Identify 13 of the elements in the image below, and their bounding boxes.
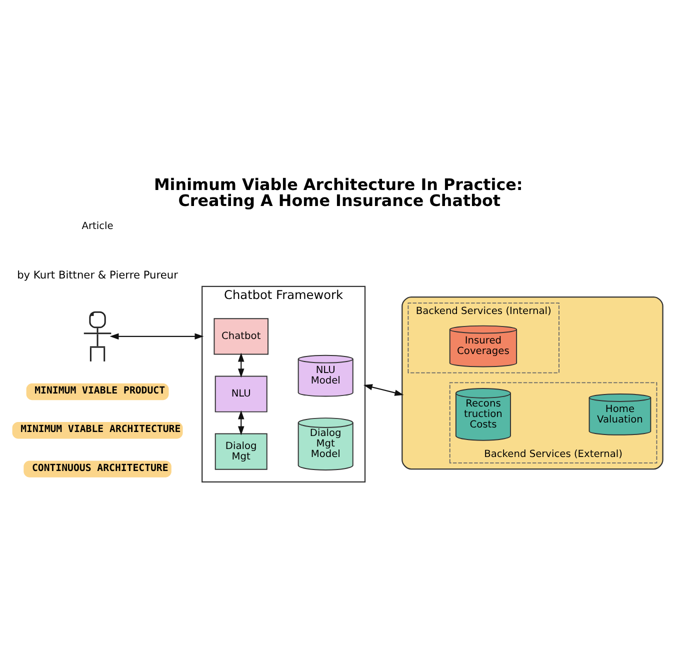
diagram-title: Minimum Viable Architecture In Practice: Creating A Home Insurance Chatbot [154,175,523,210]
node-box: NLU [214,376,268,412]
label: Article [82,221,114,232]
label: CONTINUOUS ARCHITECTURE [32,462,168,474]
label: by Kurt Bittner & Pierre Pureur [17,270,178,282]
node-box: Chatbot [214,318,268,355]
arrow [363,384,404,396]
label: MINIMUM VIABLE ARCHITECTURE [20,424,181,436]
label: MINIMUM VIABLE PRODUCT [34,386,166,397]
arrow [238,410,244,436]
arrow [110,333,204,340]
node-box: Dialog Mgt [214,433,268,470]
arrow [238,352,244,378]
